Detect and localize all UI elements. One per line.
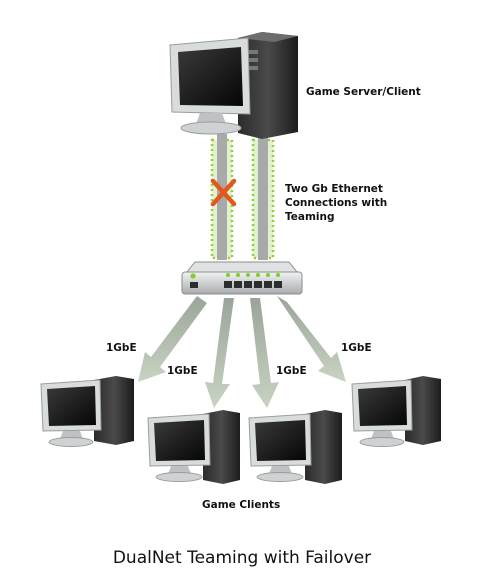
connection-label-line-2: Connections with <box>285 197 387 209</box>
client-computer-2 <box>147 410 240 484</box>
server-label: Game Server/Client <box>306 86 421 98</box>
failover-x-icon <box>210 178 237 207</box>
clients-label: Game Clients <box>202 499 280 511</box>
client-computer-3 <box>248 410 342 484</box>
link-label-3: 1GbE <box>276 365 307 377</box>
server-monitor <box>169 37 251 135</box>
switch-ports <box>190 281 282 288</box>
switch-port-leds <box>226 273 280 277</box>
link-arrow-4 <box>277 296 346 382</box>
server-computer <box>169 32 298 139</box>
client-computer-1 <box>40 376 134 447</box>
client-computer-4 <box>351 376 441 447</box>
connection-label-line-3: Teaming <box>285 211 335 223</box>
link-arrow-3 <box>250 298 279 408</box>
teamed-connection <box>210 134 275 260</box>
link-label-1: 1GbE <box>106 342 137 354</box>
network-switch <box>181 261 303 295</box>
connection-label-line-1: Two Gb Ethernet <box>285 183 383 195</box>
link-label-4: 1GbE <box>341 342 372 354</box>
diagram-caption: DualNet Teaming with Failover <box>113 548 371 568</box>
link-arrow-2 <box>205 298 234 408</box>
server-tower <box>238 32 298 139</box>
switch-status-led <box>190 273 196 279</box>
link-label-2: 1GbE <box>167 365 198 377</box>
ethernet-cable-2 <box>258 134 268 260</box>
link-arrow-1 <box>138 296 207 382</box>
link-arrows <box>138 296 346 408</box>
